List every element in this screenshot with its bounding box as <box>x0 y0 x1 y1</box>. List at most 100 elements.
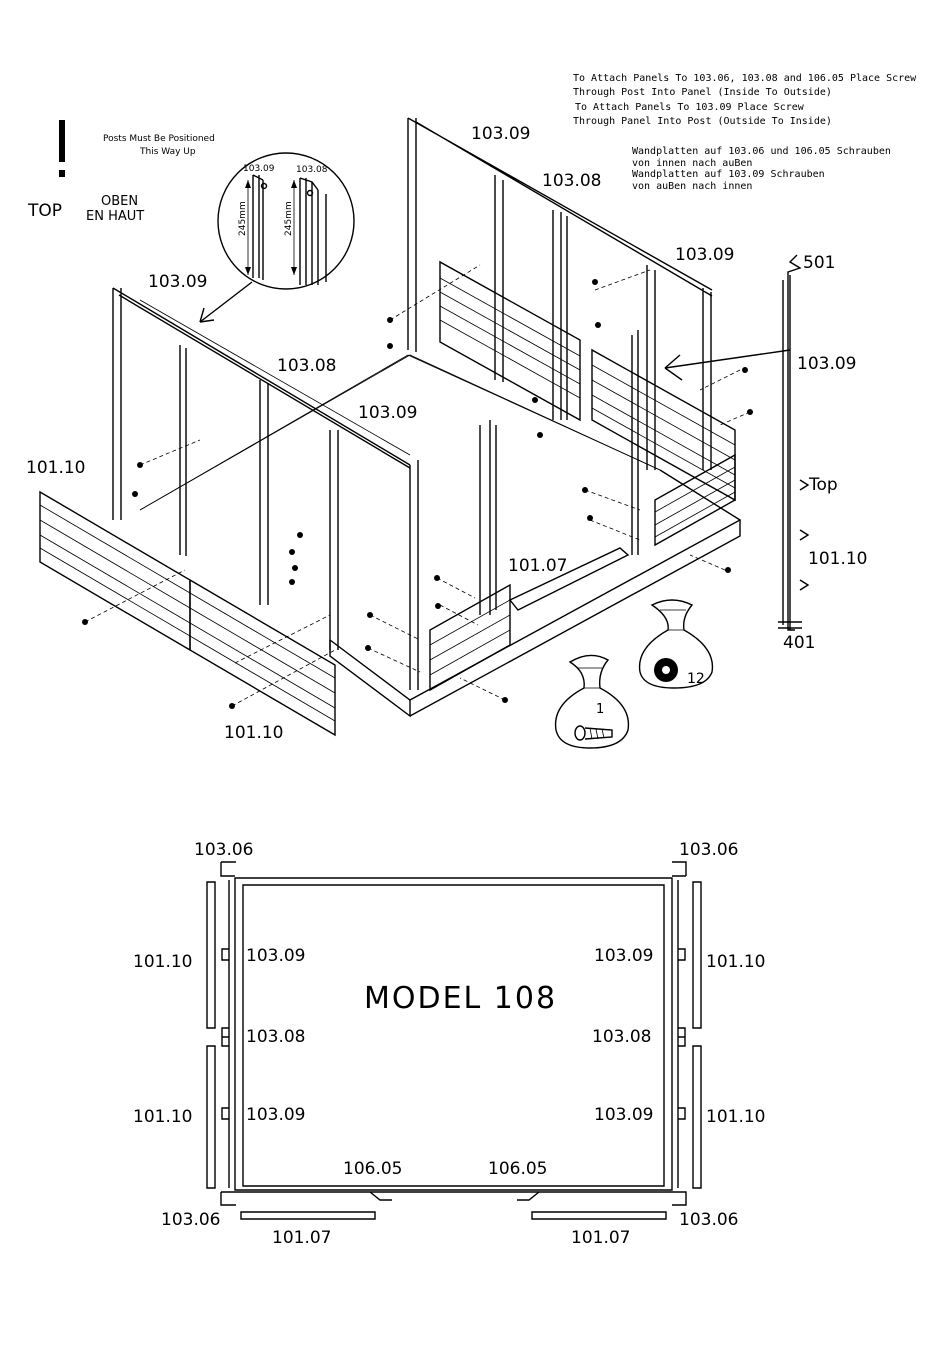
back-wall-post-3 <box>646 265 656 470</box>
detail-dim-right: 245mm <box>284 201 294 236</box>
orientation-note: TOP OBEN EN HAUT Posts Must Be Positione… <box>27 120 215 224</box>
note-de-line1: Wandplatten auf 103.06 und 106.05 Schrau… <box>632 146 891 157</box>
post-detail-circle: 103.09 103.08 245mm 245mm <box>199 152 355 323</box>
note-de-line4: von auBen nach innen <box>632 181 752 192</box>
plan-door-post-left-icon <box>369 1191 392 1201</box>
posts-note-line1: Posts Must Be Positioned <box>103 134 215 144</box>
screw-icon <box>574 725 613 741</box>
left-wall-top-rail <box>112 287 411 520</box>
door-post-left <box>479 420 497 615</box>
note-de-line2: von innen nach auBen <box>632 158 752 169</box>
plan-right-panel-top <box>692 881 702 1029</box>
plan-right-post-3-icon <box>678 1107 686 1120</box>
exclamation-dot-icon <box>59 170 65 177</box>
floor-outline <box>139 354 661 511</box>
plan-label-door-post-left: 106.05 <box>343 1159 402 1179</box>
posts-note-line2: This Way Up <box>139 147 196 157</box>
plan-label-right-post-1: 103.09 <box>594 946 653 966</box>
en-haut-label: EN HAUT <box>86 209 144 224</box>
profile-code-103-09: 103.09 <box>797 354 856 374</box>
plan-left-panel-top <box>206 881 216 1029</box>
plan-left-post-1-icon <box>221 948 229 961</box>
iso-label-103-08-a: 103.08 <box>542 171 601 191</box>
iso-label-101-10-b: 101.10 <box>224 723 283 743</box>
iso-label-101-07: 101.07 <box>508 556 567 576</box>
plan-label-right-post-2: 103.08 <box>592 1027 651 1047</box>
threshold-101-07 <box>508 547 630 611</box>
plan-label-left-post-1: 103.09 <box>246 946 305 966</box>
front-left-panel-2 <box>189 578 336 737</box>
back-wall-post-2 <box>552 210 568 420</box>
plan-label-corner-tl: 103.06 <box>194 840 253 860</box>
iso-label-103-09-a: 103.09 <box>471 124 530 144</box>
detail-right-code: 103.08 <box>296 165 328 175</box>
back-panel-right <box>591 348 736 502</box>
plan-door-post-right-icon <box>517 1191 540 1201</box>
plan-corner-bl <box>220 1191 236 1206</box>
back-panel-left <box>439 260 581 422</box>
plan-label-front-panel-right: 101.07 <box>571 1228 630 1248</box>
plan-label-left-panel-top: 101.10 <box>133 952 192 972</box>
plan-frame <box>234 877 673 1191</box>
back-wall-post-1 <box>494 175 504 382</box>
plan-label-corner-tr: 103.06 <box>679 840 738 860</box>
back-wall-top-rail <box>407 117 713 352</box>
right-side-panel <box>654 453 736 547</box>
top-label: TOP <box>27 201 62 221</box>
base-slab-top <box>329 469 742 701</box>
floor-plan: MODEL 108 103.06 103.06 103.06 103.06 10… <box>133 840 765 1248</box>
note-en-line3: To Attach Panels To 103.09 Place Screw <box>575 102 805 113</box>
profile-code-401: 401 <box>783 633 815 653</box>
plan-left-panel-bottom <box>206 1045 216 1189</box>
washer-bag-count: 12 <box>687 671 705 687</box>
plan-front-panel-right <box>531 1211 667 1220</box>
plan-corner-br <box>672 1191 687 1206</box>
detail-dim-left: 245mm <box>238 201 248 236</box>
plan-label-right-panel-bottom: 101.10 <box>706 1107 765 1127</box>
back-right-corner-post <box>702 288 712 470</box>
iso-label-103-09-c: 103.09 <box>148 272 207 292</box>
plan-label-corner-br: 103.06 <box>679 1210 738 1230</box>
plan-label-right-post-3: 103.09 <box>594 1105 653 1125</box>
plan-left-post-2-icon <box>221 1027 229 1047</box>
profile-code-501: 501 <box>803 253 835 273</box>
left-wall-post-3 <box>329 430 339 650</box>
front-left-panel-1 <box>39 490 191 652</box>
screw-icons <box>82 279 753 709</box>
plan-title: MODEL 108 <box>364 981 557 1016</box>
iso-label-101-10-a: 101.10 <box>26 458 85 478</box>
left-wall-post-1 <box>179 345 187 556</box>
plan-corner-tl <box>220 861 236 877</box>
plan-right-post-1-icon <box>678 948 686 961</box>
plan-label-left-post-3: 103.09 <box>246 1105 305 1125</box>
leader-line-103-09 <box>664 349 791 369</box>
plan-label-corner-bl: 103.06 <box>161 1210 220 1230</box>
note-en-line2: Through Post Into Panel (Inside To Outsi… <box>573 87 832 98</box>
detail-left-code: 103.09 <box>243 164 275 174</box>
profile-top-word: Top <box>808 475 838 495</box>
plan-front-panel-left <box>240 1211 376 1220</box>
plan-label-right-panel-top: 101.10 <box>706 952 765 972</box>
plan-right-panel-bottom <box>692 1045 702 1189</box>
oben-label: OBEN <box>101 194 138 209</box>
iso-label-103-08-b: 103.08 <box>277 356 336 376</box>
washer-bag: 12 <box>638 599 714 689</box>
plan-right-post-2-icon <box>678 1027 686 1047</box>
note-en-line1: To Attach Panels To 103.06, 103.08 and 1… <box>573 73 917 84</box>
attach-instructions: To Attach Panels To 103.06, 103.08 and 1… <box>573 73 917 192</box>
screw-bag: 1 <box>554 654 630 749</box>
side-profile: 501 103.09 Top 101.10 401 <box>778 253 867 653</box>
exclamation-icon <box>59 120 65 162</box>
plan-label-door-post-right: 106.05 <box>488 1159 547 1179</box>
plan-label-left-post-2: 103.08 <box>246 1027 305 1047</box>
iso-label-103-09-d: 103.09 <box>358 403 417 423</box>
plan-left-post-3-icon <box>221 1107 229 1120</box>
profile-code-101-10: 101.10 <box>808 549 867 569</box>
plan-corner-tr <box>672 861 687 877</box>
left-wall-post-2 <box>259 380 269 605</box>
front-corner-post <box>409 460 419 690</box>
plan-label-front-panel-left: 101.07 <box>272 1228 331 1248</box>
isometric-assembly: 103.09 103.08 103.09 103.09 103.08 103.0… <box>26 117 791 743</box>
screw-bag-count: 1 <box>596 702 604 717</box>
